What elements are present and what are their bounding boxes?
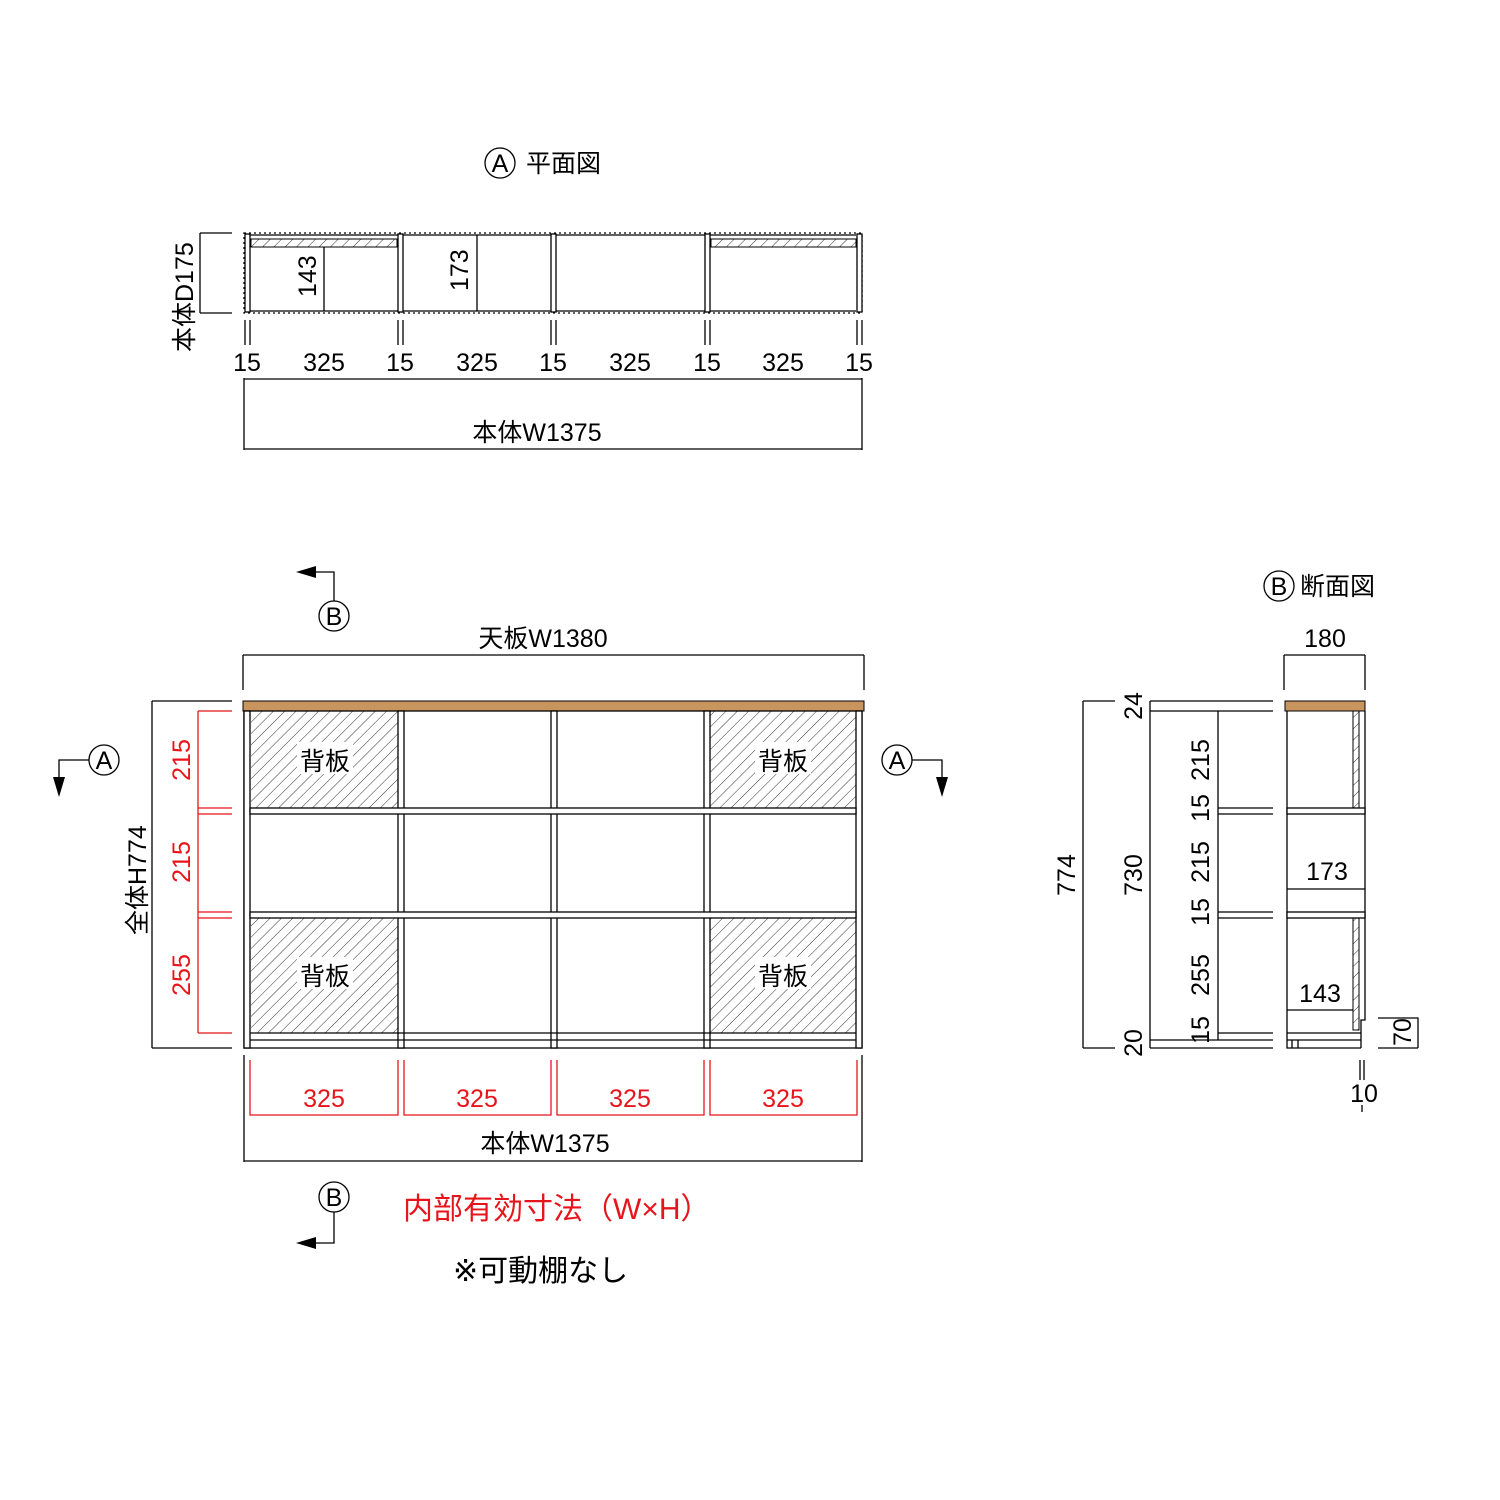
plan-width-label: 15: [233, 349, 261, 377]
plan-width-label: 325: [762, 349, 804, 377]
inner-height-label: 255: [168, 954, 196, 996]
inner-width-label: 325: [303, 1085, 345, 1113]
plan-partitions: [244, 233, 863, 313]
overall-height-label: 全体H774: [124, 825, 152, 935]
plan-marker-letter: A: [492, 150, 509, 178]
section-marker-a-right: A: [881, 744, 948, 797]
plan-width-label: 325: [303, 349, 345, 377]
section-view: B 断面図 180 173 143 774 24 730 20 215 15 2…: [1053, 570, 1419, 1112]
inner-width-label: 325: [456, 1085, 498, 1113]
back-panel-label: 背板: [300, 963, 350, 991]
svg-text:A: A: [889, 747, 906, 775]
back-panel-label: 背板: [300, 748, 350, 776]
plan-width-label: 15: [386, 349, 414, 377]
body-width-label: 本体W1375: [480, 1130, 609, 1158]
section-width-label: 180: [1304, 625, 1346, 653]
section-top-thickness: 24: [1120, 692, 1148, 720]
section-inner-dim: 215: [1187, 841, 1215, 883]
inner-height-label: 215: [168, 841, 196, 883]
section-depth-173: 173: [1306, 858, 1348, 886]
section-inner-dim: 15: [1187, 898, 1215, 926]
note-no-adjustable-shelf: ※可動棚なし: [453, 1255, 628, 1288]
top-board: [242, 700, 865, 712]
plan-width-label: 15: [539, 349, 567, 377]
section-inner-dim: 255: [1187, 954, 1215, 996]
section-title: 断面図: [1300, 573, 1375, 601]
inner-dimension-legend: 内部有効寸法（W×H）: [403, 1193, 711, 1226]
section-plinth-setback: 10: [1350, 1080, 1378, 1108]
svg-text:B: B: [326, 1184, 343, 1212]
section-bottom-thickness: 20: [1120, 1029, 1148, 1057]
section-marker-a-left: A: [53, 744, 120, 797]
section-marker-circle: [484, 147, 516, 179]
svg-text:A: A: [96, 747, 113, 775]
section-inner-dim: 15: [1187, 1016, 1215, 1044]
plan-width-label: 325: [609, 349, 651, 377]
plan-width-label: 15: [693, 349, 721, 377]
plan-total-width: 本体W1375: [472, 419, 601, 447]
section-overall-height: 774: [1053, 854, 1081, 896]
plan-back-panel-left: [250, 238, 398, 248]
section-plinth-height: 70: [1389, 1018, 1417, 1046]
front-view: 天板W1380 背板 背板 背板 背板 全体H774 215 215 255 3…: [53, 566, 948, 1288]
inner-width-label: 325: [762, 1085, 804, 1113]
section-marker-letter: B: [1271, 573, 1288, 601]
section-inner-dim: 215: [1187, 739, 1215, 781]
section-top-board: [1284, 700, 1366, 712]
inner-height-label: 215: [168, 739, 196, 781]
plan-outline: [243, 232, 863, 314]
svg-text:B: B: [326, 603, 343, 631]
plan-depth-173: 173: [446, 249, 474, 291]
plan-width-label: 15: [845, 349, 873, 377]
section-body-height: 730: [1120, 854, 1148, 896]
section-depth-143: 143: [1299, 980, 1341, 1008]
carcass: [243, 710, 863, 1049]
plan-depth-label: 本体D175: [171, 242, 199, 352]
plan-title: 平面図: [526, 150, 601, 178]
inner-width-label: 325: [609, 1085, 651, 1113]
section-marker-b-bottom: B: [296, 1181, 350, 1249]
section-marker-b-top: B: [296, 566, 350, 632]
back-panel-label: 背板: [758, 748, 808, 776]
plan-depth-143: 143: [294, 255, 322, 297]
plan-width-label: 325: [456, 349, 498, 377]
plan-back-panel-right: [710, 238, 857, 248]
plan-view: A 平面図 143 173 本体D175 15 325 15 325 15 32…: [171, 147, 873, 450]
section-inner-dim: 15: [1187, 794, 1215, 822]
back-panel-label: 背板: [758, 963, 808, 991]
top-board-width-label: 天板W1380: [478, 625, 607, 653]
